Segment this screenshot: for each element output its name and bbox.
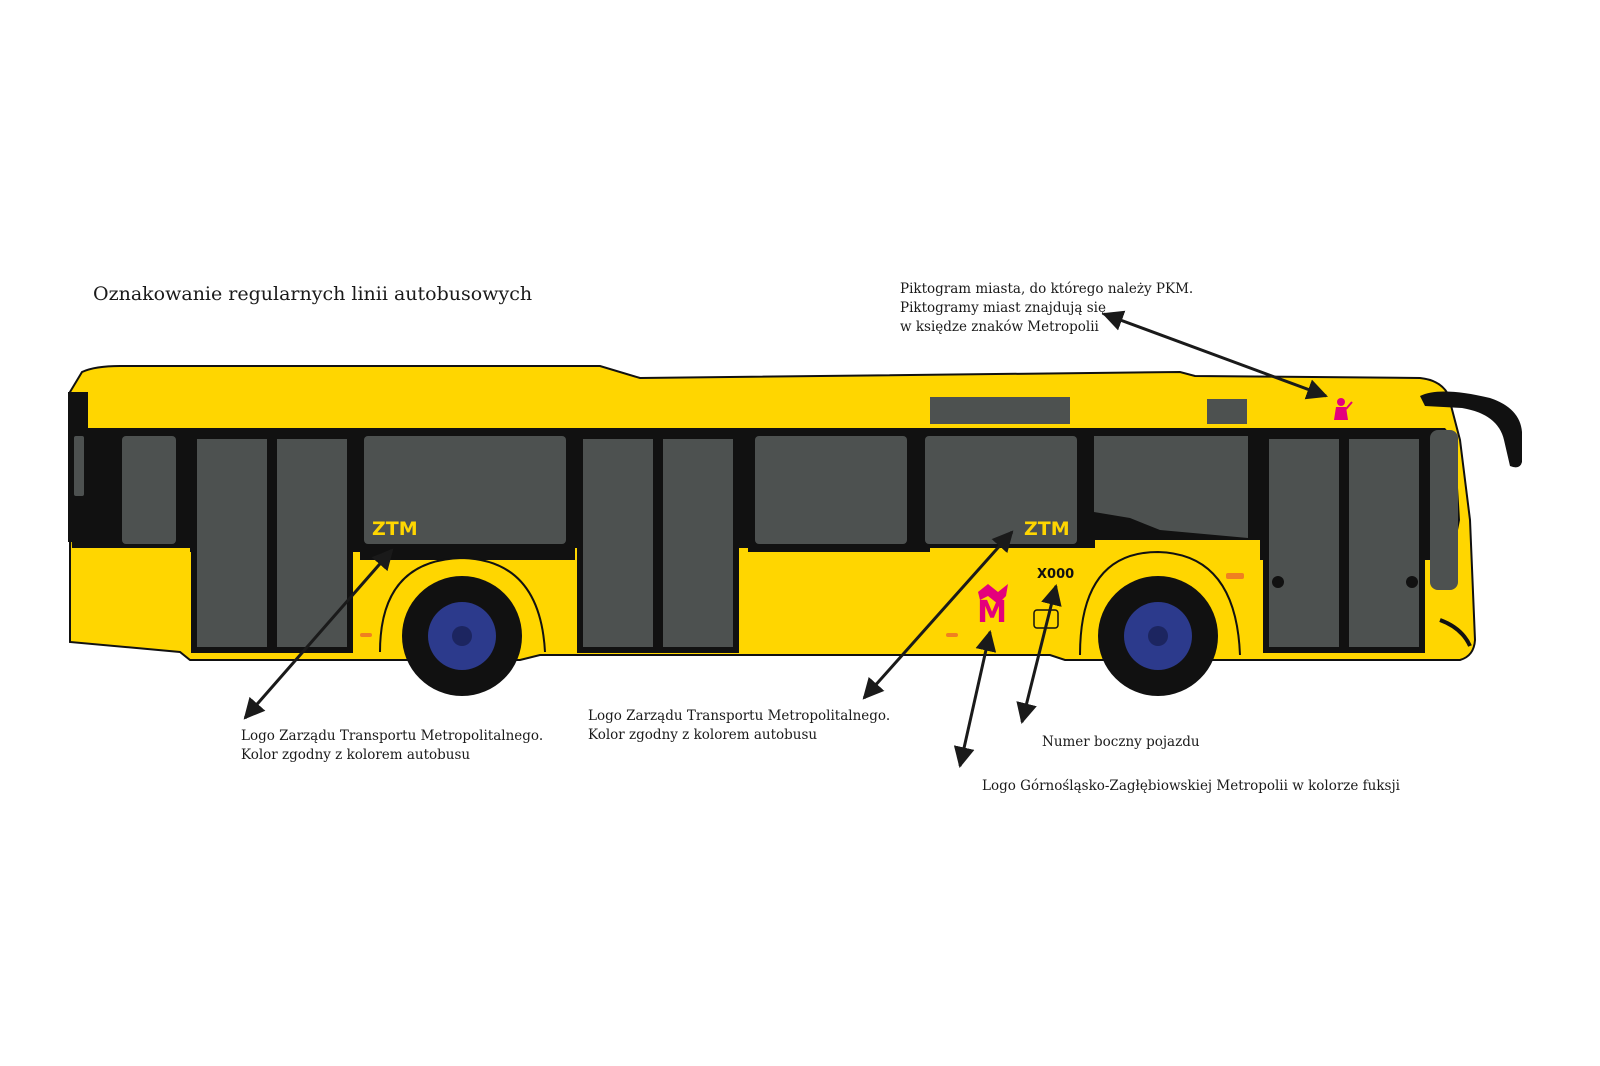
annotation-line: Logo Zarządu Transportu Metropolitalnego… — [588, 708, 891, 724]
arrow-ztm-right — [862, 530, 1014, 700]
metropolis-logo: M — [977, 584, 1008, 630]
arrow-side-number — [1016, 583, 1062, 725]
destination-display — [930, 397, 1070, 424]
metropolis-logo-annotation: Logo Górnośląsko-Zagłębiowskiej Metropol… — [982, 778, 1400, 794]
door-1-left — [191, 433, 273, 653]
annotation-line: Kolor zgodny z kolorem autobusu — [588, 727, 818, 743]
side-marker-light — [1226, 573, 1244, 579]
annotation-line: w księdze znaków Metropolii — [900, 319, 1099, 335]
door-3-right — [1343, 433, 1425, 653]
window — [74, 436, 84, 496]
door-1-right — [271, 433, 353, 653]
door-2-left — [577, 433, 659, 653]
wheel — [402, 576, 522, 696]
headlight — [1439, 618, 1472, 647]
side-number: X000 — [1037, 567, 1074, 582]
door-button — [1272, 576, 1284, 588]
ztm-left-annotation: Logo Zarządu Transportu Metropolitalnego… — [241, 727, 543, 765]
door-3-left — [1263, 433, 1345, 653]
arrow-pictogram — [1102, 310, 1328, 400]
ztm-right-annotation: Logo Zarządu Transportu Metropolitalnego… — [588, 707, 890, 745]
annotation-line: Piktogramy miast znajdują się — [900, 300, 1106, 316]
windows — [74, 430, 1458, 590]
svg-text:M: M — [977, 595, 1007, 630]
city-pictogram — [1334, 398, 1353, 420]
annotation-line: Piktogram miasta, do którego należy PKM. — [900, 281, 1194, 297]
door-button — [1406, 576, 1418, 588]
line-number-display — [1207, 399, 1247, 424]
window — [925, 436, 1077, 544]
page-title: Oznakowanie regularnych linii autobusowy… — [93, 283, 533, 305]
wheel — [1098, 576, 1218, 696]
ztm-logo-right: ZTM — [1024, 518, 1070, 540]
windshield — [1430, 430, 1458, 590]
annotation-line: Logo Zarządu Transportu Metropolitalnego… — [241, 728, 544, 744]
side-mirror — [1420, 391, 1522, 468]
arrow-metropolis-logo — [953, 629, 997, 769]
door-2-right — [657, 433, 739, 653]
annotation-arrows — [243, 310, 1328, 769]
side-marker-light — [946, 633, 958, 637]
bus-body: ZTM ZTM M X000 — [68, 365, 1522, 696]
arrow-ztm-left — [243, 548, 394, 720]
window — [1094, 436, 1248, 538]
window — [364, 436, 566, 544]
pictogram-annotation: Piktogram miasta, do którego należy PKM.… — [900, 280, 1193, 337]
window — [755, 436, 907, 544]
window — [122, 436, 176, 544]
ztm-logo-left: ZTM — [372, 518, 418, 540]
annotation-line: Kolor zgodny z kolorem autobusu — [241, 747, 471, 763]
side-number-annotation: Numer boczny pojazdu — [1042, 734, 1200, 750]
side-marker-light — [360, 633, 372, 637]
